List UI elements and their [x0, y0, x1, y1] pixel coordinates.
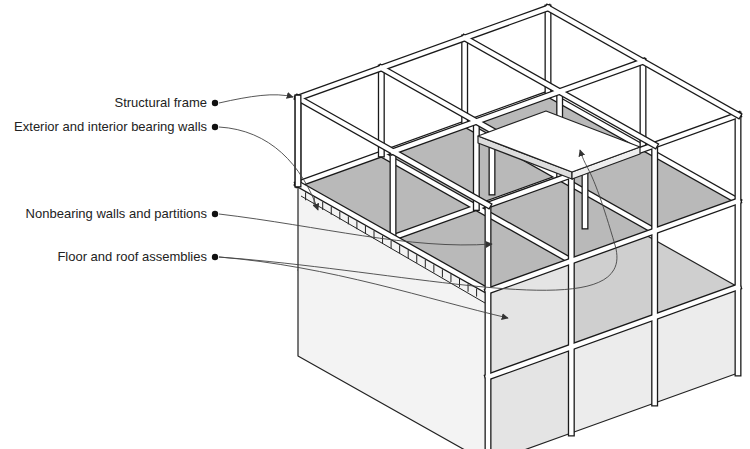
frame-member [736, 115, 740, 373]
frame-member [734, 115, 741, 373]
joist-end [391, 240, 392, 248]
joist-end [399, 245, 400, 253]
joist-line [301, 196, 485, 303]
callout-label: Structural frame [114, 95, 208, 111]
joist-end [348, 216, 349, 224]
leader-line [219, 150, 617, 290]
frame-member [651, 145, 658, 403]
roof-slab [478, 111, 640, 172]
joist-end [425, 260, 426, 268]
joist-end [322, 202, 323, 210]
leader-line [219, 95, 293, 103]
joist-end [450, 274, 451, 282]
column [390, 152, 397, 238]
leader-line [219, 127, 318, 210]
callout-label: Floor and roof assemblies [56, 249, 208, 265]
frame-member [486, 205, 490, 449]
frame-member [568, 175, 575, 433]
floor-beam [298, 184, 488, 291]
post [490, 150, 494, 192]
post [582, 176, 589, 226]
building-frame [298, 8, 738, 449]
roof-beam [298, 8, 548, 98]
frame-member [652, 145, 656, 403]
frame-member [488, 201, 738, 291]
post [489, 150, 496, 192]
callout-label: Exterior and interior bearing walls [13, 119, 208, 135]
joist-end [416, 255, 417, 263]
frame-member [485, 205, 492, 449]
callout-dot [212, 211, 218, 217]
callout-label: Nonbearing walls and partitions [25, 206, 208, 222]
frame-member [488, 287, 738, 377]
leader-lines [219, 95, 617, 318]
joist-end [382, 236, 383, 244]
joist-end [331, 207, 332, 215]
bearing-wall [298, 184, 488, 449]
joist-end [408, 250, 409, 258]
floor-beam [298, 184, 488, 291]
joist-end [365, 226, 366, 234]
frame-member [569, 175, 573, 433]
leader-line [219, 214, 492, 245]
joist-end [356, 221, 357, 229]
frame-member [488, 287, 738, 377]
frame-member [488, 201, 738, 291]
leader-line [219, 257, 508, 318]
callout-dot [212, 124, 218, 130]
joist-end [433, 265, 434, 273]
callout-dots [212, 100, 218, 260]
joist-end [442, 269, 443, 277]
joist-end [305, 192, 306, 200]
roof-beam [298, 8, 548, 98]
joist-end [459, 279, 460, 287]
callout-dot [212, 100, 218, 106]
post [583, 176, 587, 226]
column [391, 152, 395, 238]
joist-end [339, 212, 340, 220]
callout-dot [212, 254, 218, 260]
joist-end [476, 289, 477, 297]
